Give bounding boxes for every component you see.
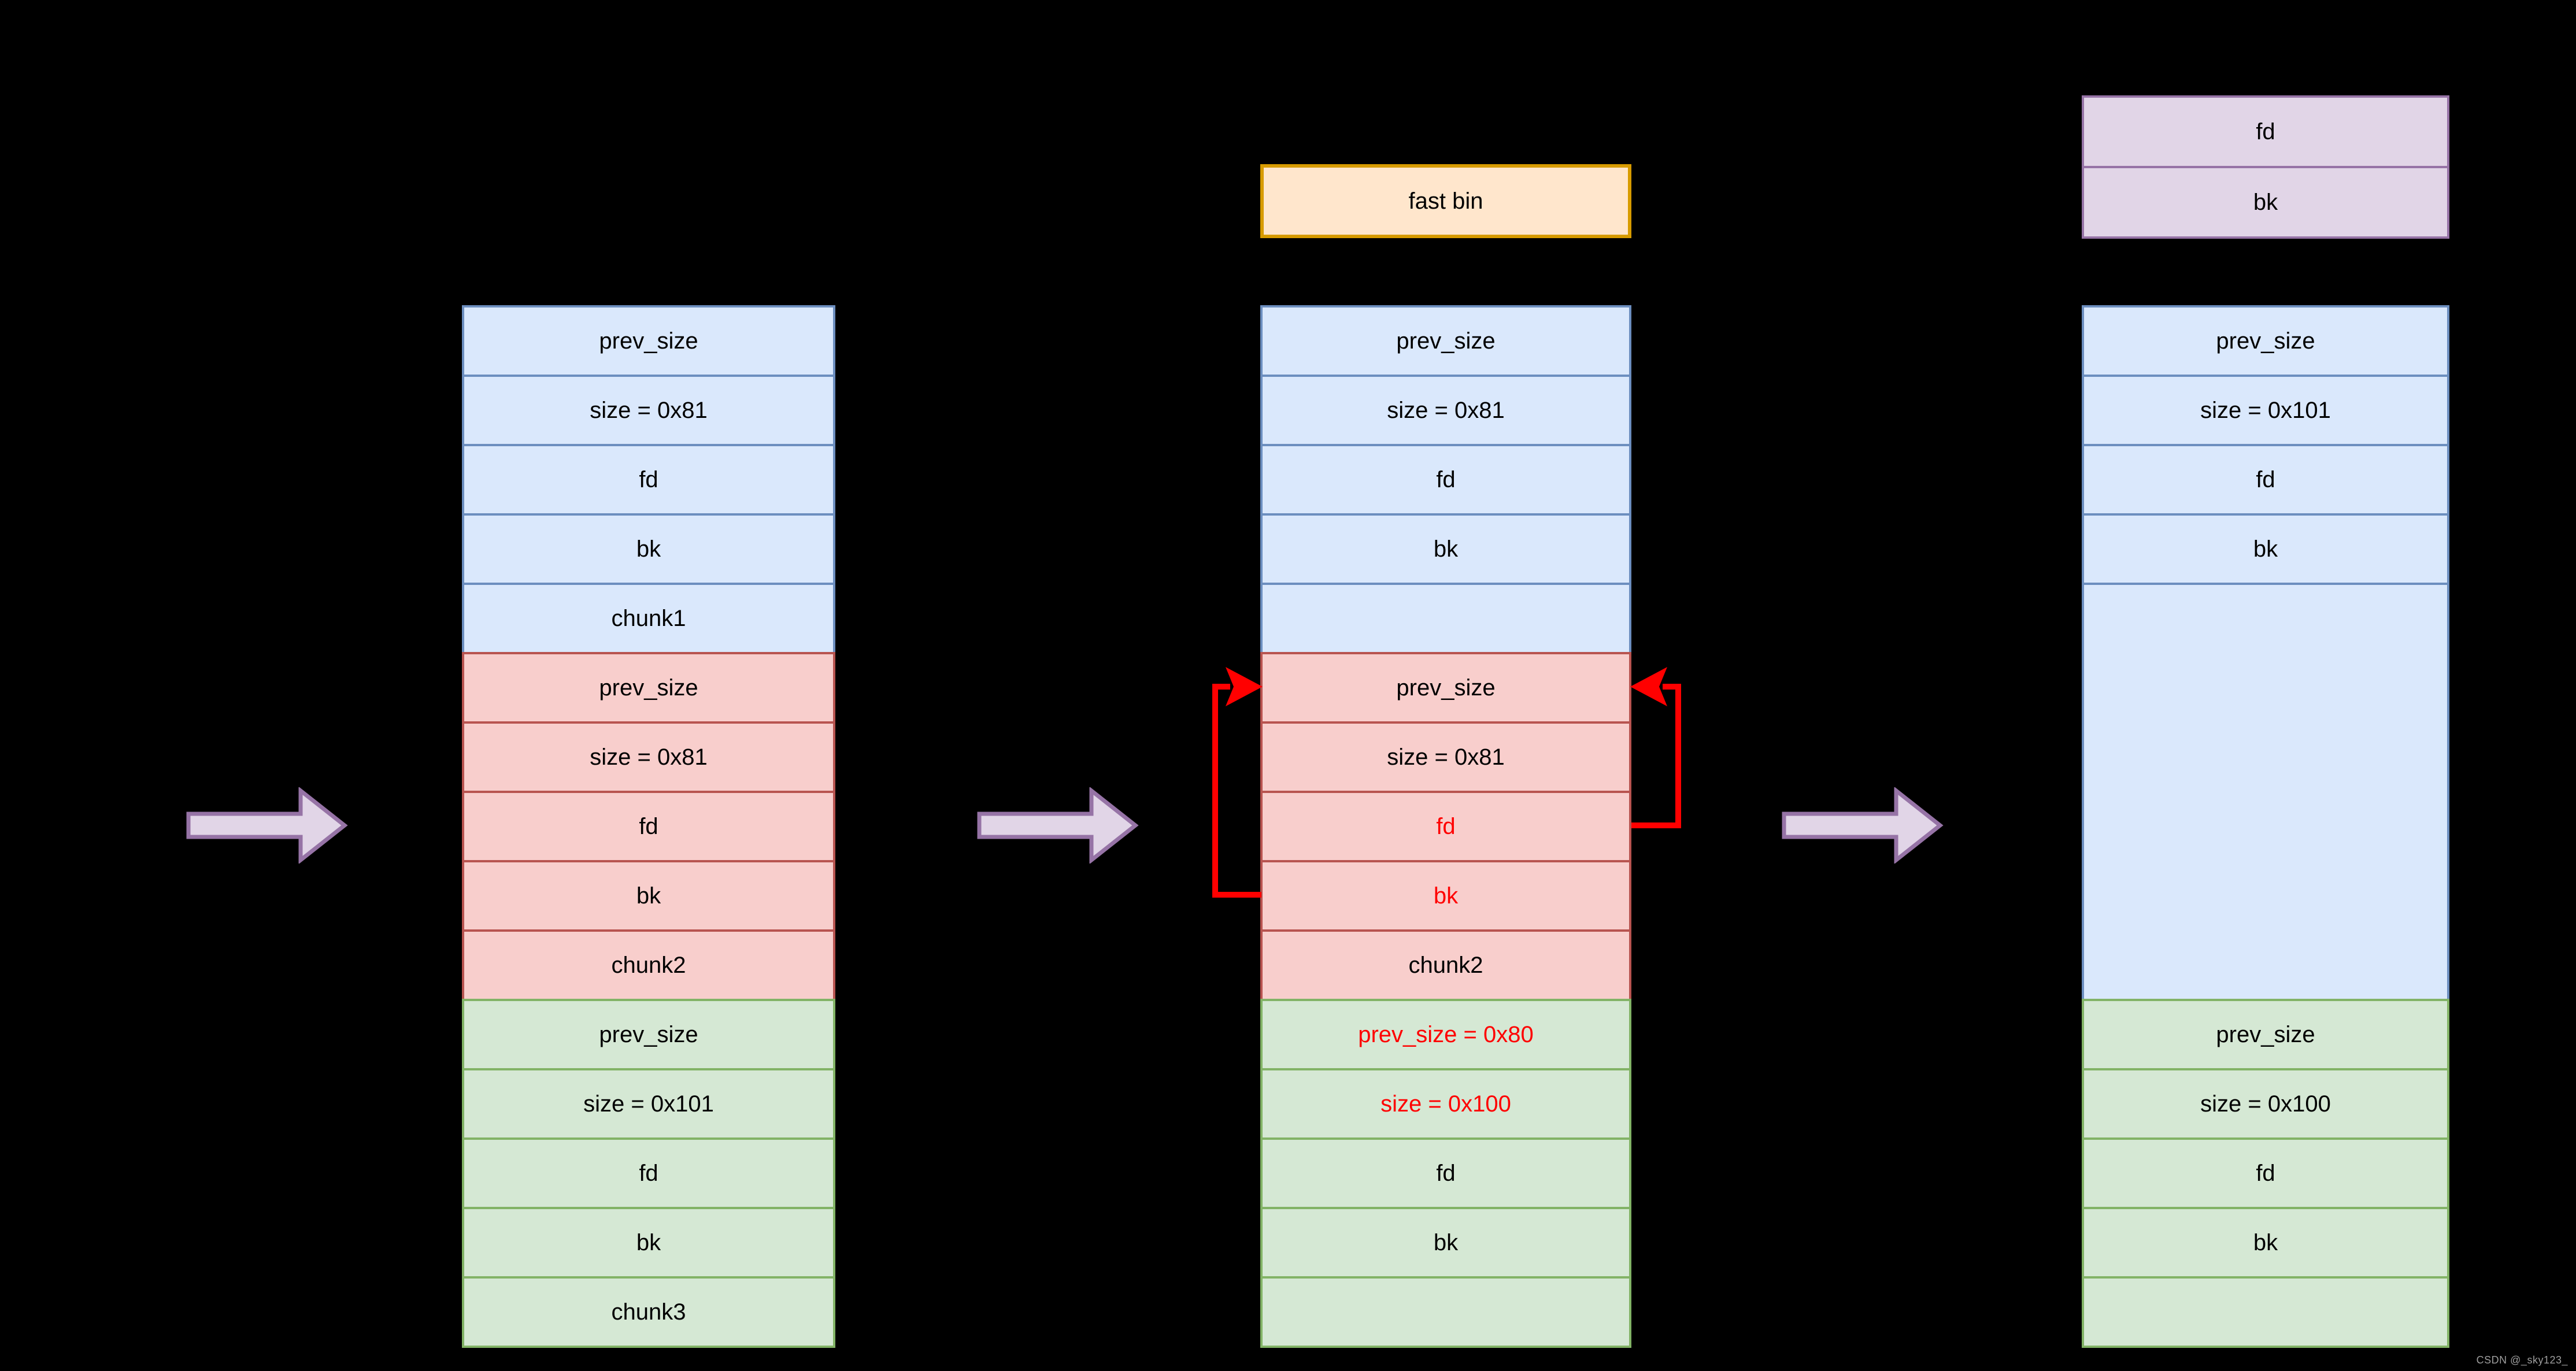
cell-user-data	[1260, 1276, 1631, 1348]
stage-arrow-3-icon	[1782, 787, 1944, 864]
cell-fd: fd	[462, 791, 835, 862]
stage2-chunk2: prev_size size = 0x81 fd bk chunk2	[1260, 652, 1631, 1001]
fast-bin-box: fast bin	[1260, 164, 1631, 238]
cell-fd: fd	[462, 444, 835, 516]
stage1-chunk3: prev_size size = 0x101 fd bk chunk3	[462, 999, 835, 1348]
watermark: CSDN @_sky123_	[2476, 1354, 2568, 1366]
cell-size: size = 0x100	[2082, 1068, 2449, 1140]
cell-user-data: chunk2	[1260, 929, 1631, 1001]
cell-prev-size: prev_size = 0x80	[1260, 999, 1631, 1070]
stage2-chunk3: prev_size = 0x80 size = 0x100 fd bk	[1260, 999, 1631, 1348]
stage3-chunk3: prev_size size = 0x100 fd bk	[2082, 999, 2449, 1348]
stage-arrow-1-icon	[186, 787, 348, 864]
cell-fd: fd	[1260, 791, 1631, 862]
cell-bk: bk	[2082, 513, 2449, 585]
cell-prev-size: prev_size	[462, 652, 835, 724]
cell-prev-size: prev_size	[1260, 305, 1631, 377]
cell-bk: bk	[2082, 166, 2449, 239]
bk-pointer-arrow	[1212, 667, 1263, 898]
cell-size: size = 0x81	[462, 375, 835, 446]
cell-fd: fd	[2082, 1137, 2449, 1209]
cell-bk: bk	[2082, 1207, 2449, 1279]
stage3-heap-column: prev_size size = 0x101 fd bk prev_size s…	[2082, 305, 2449, 1348]
cell-size: size = 0x81	[462, 721, 835, 793]
cell-fd: fd	[2082, 95, 2449, 168]
cell-prev-size: prev_size	[2082, 305, 2449, 377]
stage1-chunk1: prev_size size = 0x81 fd bk chunk1	[462, 305, 835, 654]
stage1-heap-column: prev_size size = 0x81 fd bk chunk1 prev_…	[462, 305, 835, 1348]
cell-bk: bk	[462, 1207, 835, 1279]
cell-prev-size: prev_size	[462, 999, 835, 1070]
cell-fd: fd	[1260, 1137, 1631, 1209]
cell-prev-size: prev_size	[462, 305, 835, 377]
cell-bk: bk	[1260, 860, 1631, 932]
cell-user-data	[1260, 583, 1631, 654]
cell-size: size = 0x100	[1260, 1068, 1631, 1140]
cell-size: size = 0x101	[462, 1068, 835, 1140]
cell-prev-size: prev_size	[2082, 999, 2449, 1070]
cell-bk: bk	[462, 513, 835, 585]
cell-user-data	[2082, 1276, 2449, 1348]
cell-fd: fd	[1260, 444, 1631, 516]
cell-user-data	[2082, 583, 2449, 1001]
stage3-merged-chunk: prev_size size = 0x101 fd bk	[2082, 305, 2449, 1001]
stage2-chunk1: prev_size size = 0x81 fd bk	[1260, 305, 1631, 654]
fd-pointer-arrow	[1630, 667, 1681, 828]
cell-size: size = 0x81	[1260, 375, 1631, 446]
cell-bk: bk	[1260, 1207, 1631, 1279]
cell-user-data: chunk1	[462, 583, 835, 654]
stage2-heap-column: prev_size size = 0x81 fd bk prev_size si…	[1260, 305, 1631, 1348]
cell-size: size = 0x81	[1260, 721, 1631, 793]
stage1-chunk2: prev_size size = 0x81 fd bk chunk2	[462, 652, 835, 1001]
cell-bk: bk	[1260, 513, 1631, 585]
fastbin-entry-box: fd bk	[2082, 95, 2449, 239]
cell-user-data: chunk2	[462, 929, 835, 1001]
cell-fd: fd	[2082, 444, 2449, 516]
cell-prev-size: prev_size	[1260, 652, 1631, 724]
cell-fd: fd	[462, 1137, 835, 1209]
cell-user-data: chunk3	[462, 1276, 835, 1348]
cell-size: size = 0x101	[2082, 375, 2449, 446]
stage-arrow-2-icon	[977, 787, 1139, 864]
cell-bk: bk	[462, 860, 835, 932]
